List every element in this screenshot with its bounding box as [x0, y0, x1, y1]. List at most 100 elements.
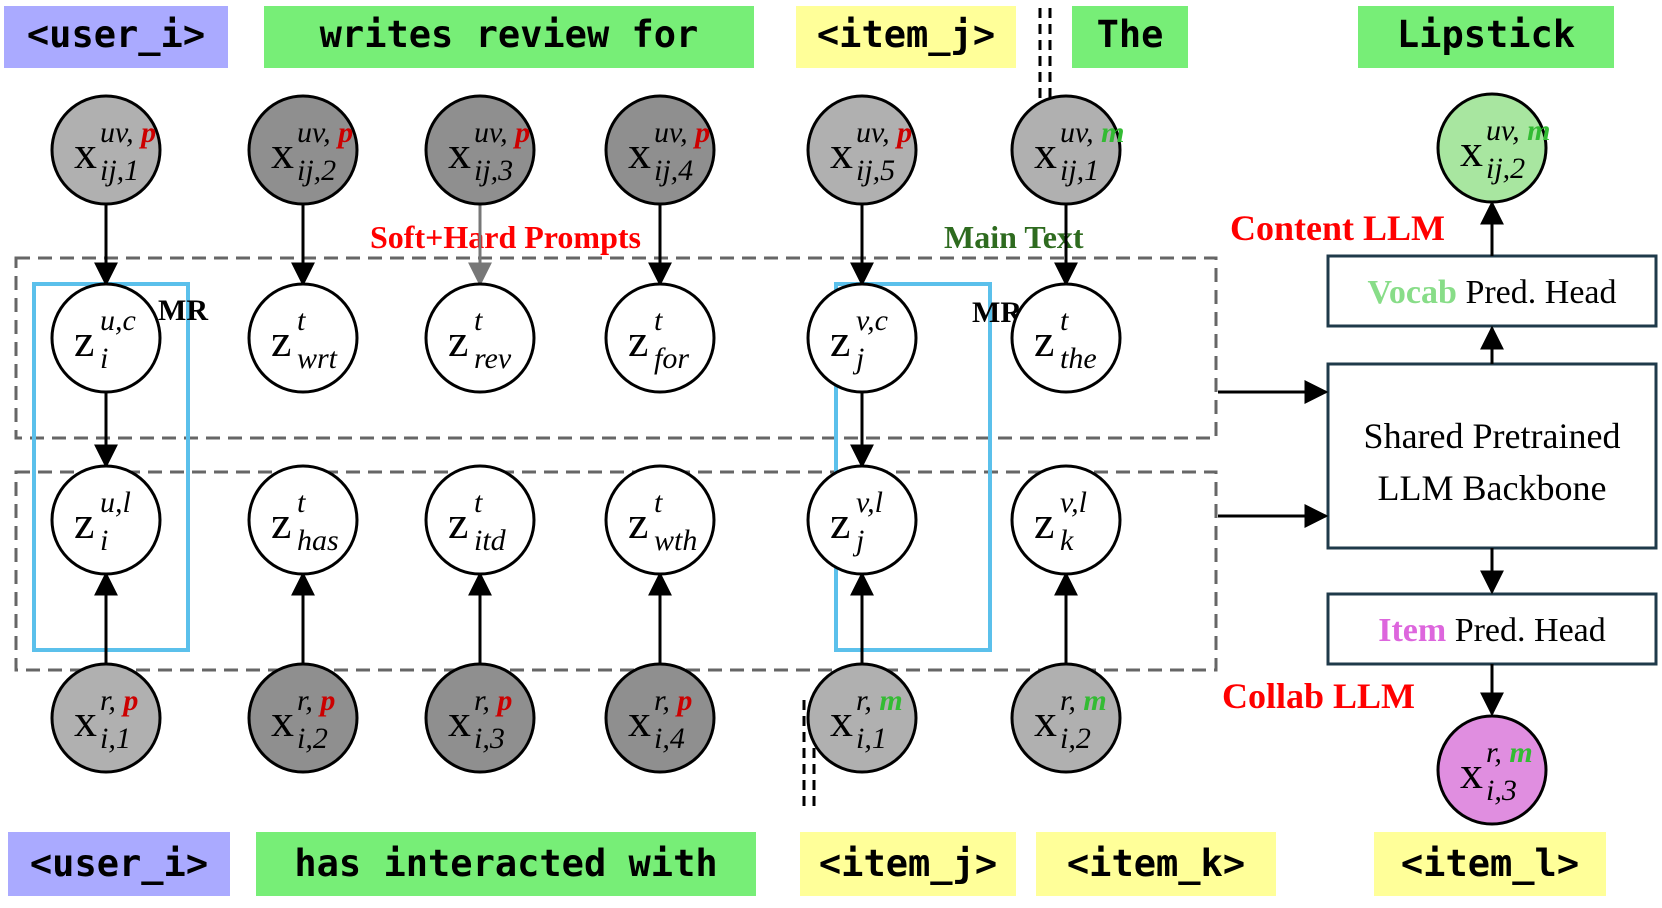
z-collab-node-6-subscript: k [1060, 524, 1074, 557]
z-content-node-6-circle [1010, 282, 1122, 394]
z-content-node-1-symbol: z [74, 315, 94, 366]
token-the-bg [1072, 6, 1188, 68]
z-collab-node-2-superscript: t [297, 486, 306, 519]
x-top-node-2-symbol: x [271, 127, 294, 178]
token-item-j-bottom: <item_j> [819, 842, 997, 885]
x-bottom-node-6-superscript: r, m [1060, 684, 1107, 717]
x-bottom-node-3-superscript: r, p [474, 684, 512, 717]
x-top-node-4-superscript: uv, p [654, 116, 710, 149]
token-lipstick-bg [1358, 6, 1614, 68]
z-collab-node-4-superscript: t [654, 486, 663, 519]
token-item-k-bg [1036, 832, 1276, 896]
z-content-node-1-superscript: u,c [100, 304, 136, 337]
x-top-node-2-subscript: ij,2 [297, 154, 336, 187]
z-content-node-5-superscript: v,c [856, 304, 888, 337]
z-content-node-6-superscript: t [1060, 304, 1069, 337]
z-content-node-1-circle [50, 282, 162, 394]
backbone-line2: LLM Backbone [1378, 468, 1607, 508]
token-lipstick: Lipstick [1397, 13, 1575, 56]
z-collab-node-1-superscript: u,l [100, 486, 131, 519]
z-content-node-3-circle [424, 282, 536, 394]
x-top-node-5-subscript: ij,5 [856, 154, 895, 187]
x-bottom-node-7-circle [1436, 714, 1548, 826]
token-item-j-bottom-bg [800, 832, 1016, 896]
z-content-node-5-circle [806, 282, 918, 394]
z-collab-node-2-circle [247, 464, 359, 576]
x-bottom-node-3-symbol: x [448, 695, 471, 746]
x-bottom-node-1-symbol: x [74, 695, 97, 746]
x-bottom-node-2-superscript: r, p [297, 684, 335, 717]
z-collab-node-5-symbol: z [830, 497, 850, 548]
token-the: The [1097, 13, 1164, 56]
z-content-node-6-symbol: z [1034, 315, 1054, 366]
item-pred-head-label: Item Pred. Head [1378, 612, 1606, 649]
content-llm-label: Content LLM [1230, 208, 1445, 248]
z-collab-node-3-superscript: t [474, 486, 483, 519]
token-writes-review-for: writes review for [320, 13, 699, 56]
x-top-node-2-superscript: uv, p [297, 116, 353, 149]
x-top-node-1-circle [50, 94, 162, 206]
z-content-node-2-superscript: t [297, 304, 306, 337]
x-bottom-node-1-circle [50, 662, 162, 774]
x-top-node-1-subscript: ij,1 [100, 154, 139, 187]
x-top-node-1-superscript: uv, p [100, 116, 156, 149]
z-collab-node-2-subscript: has [297, 524, 339, 557]
collab-llm-label: Collab LLM [1222, 676, 1415, 716]
x-bottom-node-7-symbol: x [1460, 747, 1483, 798]
z-collab-node-1-circle [50, 464, 162, 576]
x-bottom-node-1-superscript: r, p [100, 684, 138, 717]
z-collab-node-4-subscript: wth [654, 524, 697, 557]
item-pred-head-box [1326, 592, 1658, 666]
z-collab-node-2-symbol: z [271, 497, 291, 548]
z-collab-node-3-symbol: z [448, 497, 468, 548]
z-content-node-5-symbol: z [830, 315, 850, 366]
x-bottom-node-6-symbol: x [1034, 695, 1057, 746]
z-collab-node-6-symbol: z [1034, 497, 1054, 548]
x-bottom-node-4-superscript: r, p [654, 684, 692, 717]
x-bottom-node-4-subscript: i,4 [654, 722, 685, 755]
z-content-node-5-subscript: j [852, 342, 864, 375]
token-user-i-top: <user_i> [27, 13, 205, 56]
z-content-node-4-subscript: for [654, 342, 689, 375]
token-item-k: <item_k> [1067, 842, 1245, 885]
x-top-node-3-symbol: x [448, 127, 471, 178]
z-collab-node-5-subscript: j [852, 524, 864, 557]
x-top-node-2-circle [247, 94, 359, 206]
x-bottom-node-5-circle [806, 662, 918, 774]
x-top-node-3-subscript: ij,3 [474, 154, 513, 187]
x-bottom-node-3-circle [424, 662, 536, 774]
z-content-node-4-circle [604, 282, 716, 394]
item-head-rest: Pred. Head [1446, 612, 1606, 649]
x-top-node-6-subscript: ij,1 [1060, 154, 1099, 187]
x-top-node-3-superscript: uv, p [474, 116, 530, 149]
edges [94, 200, 1504, 717]
x-bottom-node-1-subscript: i,1 [100, 722, 131, 755]
x-bottom-node-4-symbol: x [628, 695, 651, 746]
x-top-node-5-superscript: uv, p [856, 116, 912, 149]
z-content-node-4-superscript: t [654, 304, 663, 337]
z-content-node-4-symbol: z [628, 315, 648, 366]
x-bottom-node-6-circle [1010, 662, 1122, 774]
token-item-l: <item_l> [1401, 842, 1579, 885]
token-user-i-bottom-bg [8, 832, 230, 896]
backbone-box [1326, 362, 1658, 550]
z-collab-node-5-circle [806, 464, 918, 576]
token-user-i-top-bg [4, 6, 228, 68]
x-bottom-node-6-subscript: i,2 [1060, 722, 1091, 755]
vocab-head-rest: Pred. Head [1457, 274, 1617, 311]
